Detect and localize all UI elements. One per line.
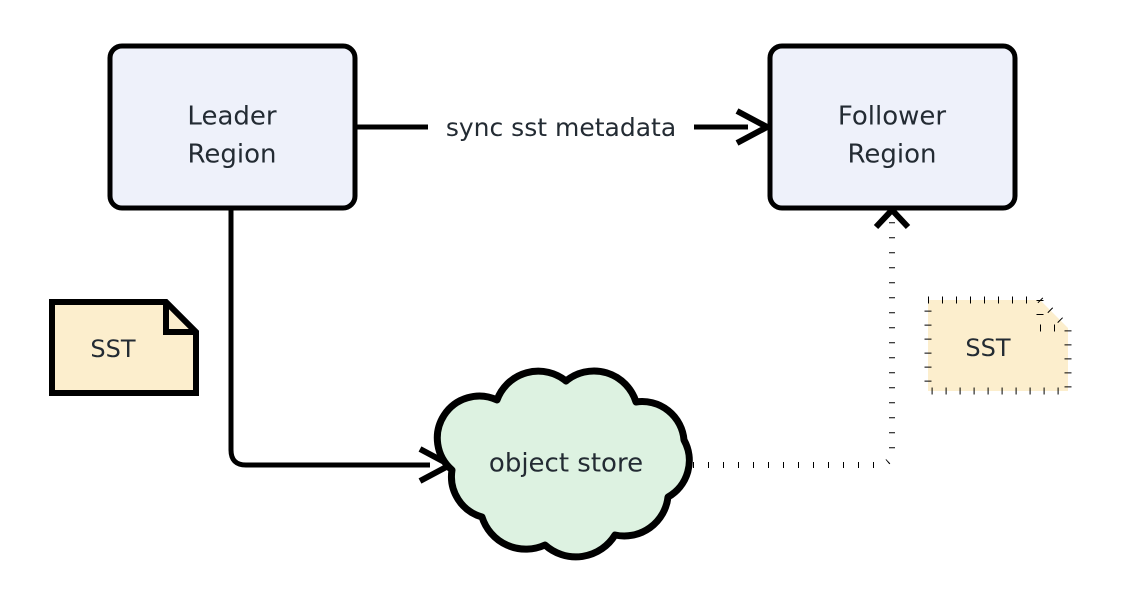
object-store-cloud[interactable] (433, 367, 693, 561)
edge-upload-sst-line (228, 209, 430, 468)
node-follower-region[interactable]: Follower Region (767, 43, 1018, 211)
edge-sync-metadata-arrowhead (735, 108, 774, 146)
object-store-label: object store (489, 449, 643, 479)
node-sst-follower[interactable]: SST (924, 296, 1072, 395)
edge-sync-metadata-label: sync sst metadata (446, 113, 676, 142)
sst-follower-note-fold (1036, 300, 1068, 332)
node-sst-leader[interactable]: SST (49, 299, 199, 396)
sst-leader-note-fold (163, 302, 196, 335)
edge-upload-sst (228, 209, 457, 484)
edge-fetch-sst-line (693, 222, 895, 468)
edge-sync-metadata-label-backing (428, 108, 694, 146)
sst-leader-label: SST (90, 335, 135, 363)
edge-sync-metadata (357, 108, 774, 146)
node-object-store[interactable]: object store (433, 367, 693, 561)
leader-region-box[interactable] (107, 43, 358, 211)
follower-region-box[interactable] (767, 43, 1018, 211)
edge-fetch-sst-arrowhead (873, 205, 911, 230)
edge-fetch-sst (693, 205, 911, 468)
sst-follower-note-body[interactable] (924, 296, 1072, 395)
node-leader-region[interactable]: Leader Region (107, 43, 358, 211)
leader-region-label-line1: Leader (187, 102, 276, 132)
leader-region-label-line2: Region (187, 140, 276, 170)
follower-region-label-line2: Region (847, 140, 936, 170)
sst-leader-note-body[interactable] (49, 299, 199, 396)
follower-region-label-line1: Follower (838, 102, 947, 132)
edge-sync-metadata-label-group: sync sst metadata (428, 108, 694, 146)
sst-follower-label: SST (965, 334, 1010, 362)
